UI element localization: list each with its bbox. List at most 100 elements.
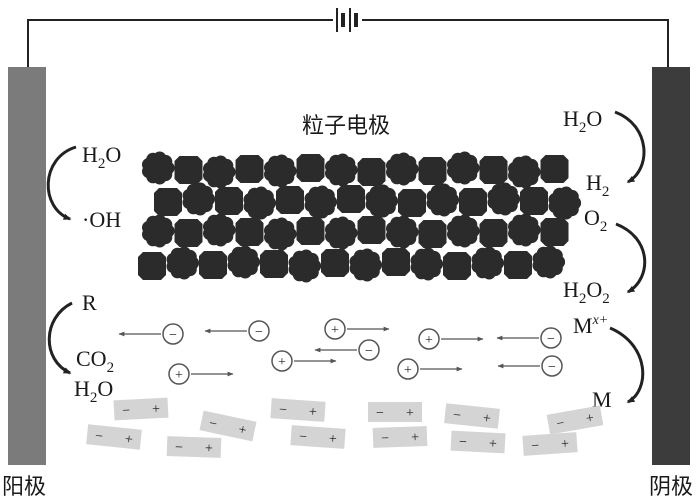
ion-pair-boxes: −+−+−+−+−+−+−+−+−+−+−+−+	[86, 397, 604, 458]
ion-pair: −+	[450, 430, 506, 454]
cathode-mx: Mx+	[573, 313, 608, 338]
svg-text:−: −	[278, 403, 287, 419]
cathode-m: M	[592, 387, 612, 412]
arrow-r-to-co2	[47, 301, 73, 375]
anode-co2: CO2	[76, 346, 114, 376]
blob-particle	[508, 213, 541, 247]
svg-text:+: +	[152, 402, 161, 417]
cathode-label: 阴极	[649, 474, 693, 499]
blob-particle	[325, 216, 358, 250]
ion-pair: −+	[290, 425, 346, 449]
svg-text:+: +	[124, 432, 134, 448]
cation: +	[168, 363, 234, 385]
cathode-plate	[652, 67, 690, 465]
circuit-wire	[27, 19, 669, 67]
cube-particle	[459, 188, 487, 216]
cube-particle	[296, 217, 325, 245]
svg-text:+: +	[482, 411, 492, 427]
cube-particle	[357, 216, 386, 244]
svg-text:−: −	[531, 439, 540, 455]
cube-particle	[235, 155, 264, 183]
svg-text:−: −	[94, 429, 104, 445]
blob-particle	[447, 214, 480, 248]
svg-text:+: +	[585, 411, 595, 427]
blob-particle	[227, 245, 261, 279]
anion: −	[496, 327, 562, 349]
cube-particle	[276, 186, 304, 214]
cube-particle	[443, 252, 471, 280]
blob-particle	[548, 186, 582, 220]
svg-text:−: −	[175, 440, 184, 455]
anion: −	[497, 355, 563, 377]
cube-particle	[418, 157, 447, 185]
blob-particle	[508, 155, 541, 189]
anode-label: 阳极	[2, 474, 46, 499]
cathode-h2: H2	[586, 170, 609, 200]
anode-h2o: H2O	[82, 142, 121, 172]
anion: −	[118, 323, 184, 345]
arrow-o2-to-h2o2	[615, 222, 647, 294]
cube-particle	[520, 187, 548, 215]
ion-pair: −+	[86, 424, 142, 450]
svg-text:+: +	[278, 355, 286, 370]
cation: +	[418, 328, 484, 350]
blob-particle	[386, 152, 419, 186]
cathode-o2: O2	[584, 205, 607, 235]
blob-particle	[349, 248, 383, 282]
ion-pair: −+	[546, 405, 604, 435]
blob-particle	[243, 186, 277, 220]
blob-particle	[471, 246, 505, 280]
blob-particle	[288, 249, 322, 283]
cube-particle	[260, 250, 288, 278]
cube-particle	[321, 249, 349, 277]
cube-particle	[235, 218, 264, 246]
blob-particle	[182, 182, 216, 216]
svg-text:+: +	[237, 422, 248, 438]
anion: −	[314, 339, 380, 361]
cation: +	[271, 350, 337, 372]
blob-particle	[487, 182, 521, 216]
blob-particle	[142, 151, 175, 185]
svg-text:−: −	[365, 344, 373, 359]
cube-particle	[479, 156, 508, 184]
svg-text:−: −	[122, 404, 131, 419]
ion-pair: −+	[270, 398, 326, 422]
blob-particle	[410, 247, 444, 281]
blob-particle	[386, 215, 419, 249]
svg-text:−: −	[208, 416, 219, 432]
arrow-h2o-to-oh	[46, 145, 77, 221]
svg-text:+: +	[404, 363, 412, 378]
svg-text:−: −	[298, 430, 307, 446]
svg-text:−: −	[459, 435, 468, 450]
blob-particle	[325, 153, 358, 187]
cube-particle	[296, 154, 325, 182]
blob-particle	[426, 183, 460, 217]
svg-text:−: −	[452, 408, 462, 424]
ion-pair: −+	[368, 402, 422, 422]
cube-particle	[540, 155, 569, 183]
cube-particle	[174, 219, 203, 247]
ion-pair: −+	[166, 436, 222, 458]
blob-particle	[264, 217, 297, 251]
svg-text:+: +	[406, 406, 414, 421]
svg-text:−: −	[376, 406, 384, 421]
blob-particle	[166, 246, 200, 280]
svg-text:−: −	[169, 328, 177, 343]
svg-text:+: +	[328, 432, 337, 448]
anode-r: R	[82, 290, 97, 315]
blob-particle	[142, 214, 175, 248]
svg-text:+: +	[331, 323, 339, 338]
ion-pair: −+	[199, 410, 257, 442]
blob-particle	[304, 185, 338, 219]
svg-text:−: −	[381, 431, 390, 446]
cube-particle	[479, 219, 508, 247]
blob-particle	[264, 154, 297, 188]
svg-text:+: +	[489, 437, 498, 452]
blob-particle	[365, 184, 399, 218]
cube-particle	[398, 189, 426, 217]
cube-particle	[215, 187, 243, 215]
ion-pair: −+	[372, 426, 428, 448]
svg-text:−: −	[255, 325, 263, 340]
cube-particle	[540, 218, 569, 246]
cube-particle	[382, 248, 410, 276]
